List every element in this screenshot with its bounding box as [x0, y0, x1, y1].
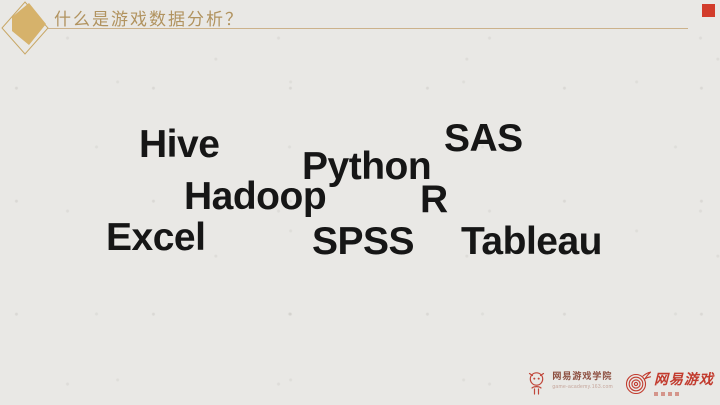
keyword-sas: SAS	[444, 117, 523, 160]
netease-swirl-icon	[625, 371, 651, 395]
netease-games-name: 网易游戏	[654, 371, 714, 387]
page-title: 什么是游戏数据分析？	[54, 10, 244, 29]
title-underline	[48, 28, 688, 29]
footer-logos: 网易游戏学院 game-academy.163.com 网易游戏	[526, 369, 714, 397]
keyword-spss: SPSS	[312, 220, 415, 263]
keyword-hadoop: Hadoop	[184, 175, 327, 218]
netease-sub-marks	[654, 392, 714, 396]
academy-name: 网易游戏学院	[552, 371, 613, 381]
keyword-r: R	[420, 178, 448, 221]
keyword-tableau: Tableau	[461, 220, 602, 263]
academy-text: 网易游戏学院 game-academy.163.com	[552, 369, 613, 390]
corner-accent-square	[702, 4, 715, 17]
academy-url: game-academy.163.com	[552, 384, 613, 390]
netease-games-logo: 网易游戏	[623, 369, 714, 397]
keyword-python: Python	[302, 145, 432, 188]
diamond-ornament-icon	[1, 1, 49, 55]
keyword-excel: Excel	[106, 216, 206, 259]
academy-logo: 网易游戏学院 game-academy.163.com	[526, 369, 613, 397]
keyword-hive: Hive	[139, 123, 220, 166]
academy-mascot-icon	[529, 372, 545, 395]
netease-text: 网易游戏	[654, 369, 714, 396]
